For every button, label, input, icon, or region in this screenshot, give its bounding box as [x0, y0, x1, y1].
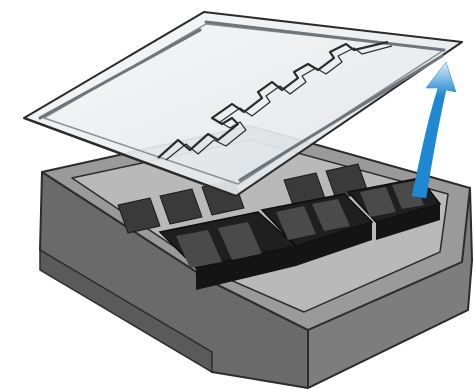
illustration — [0, 0, 475, 389]
tray-lid-diagram — [0, 0, 475, 389]
